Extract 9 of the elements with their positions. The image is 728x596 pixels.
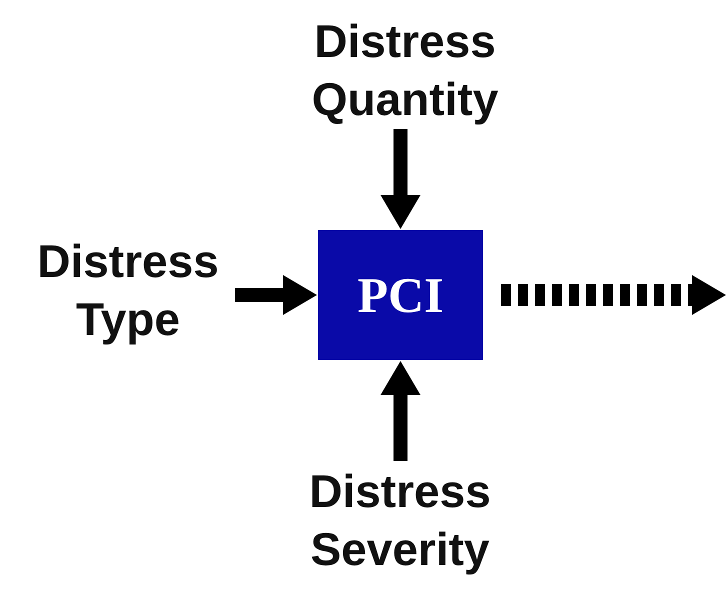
dashed-arrow — [501, 275, 726, 315]
arrow — [380, 129, 420, 229]
node-label: Distress Severity — [270, 462, 530, 578]
node-label: Distress Quantity — [280, 12, 530, 128]
arrow — [235, 275, 317, 315]
process-box — [318, 230, 483, 360]
arrow — [380, 361, 420, 461]
box-label: PCI — [357, 266, 444, 324]
node-label: Distress Type — [22, 232, 234, 348]
